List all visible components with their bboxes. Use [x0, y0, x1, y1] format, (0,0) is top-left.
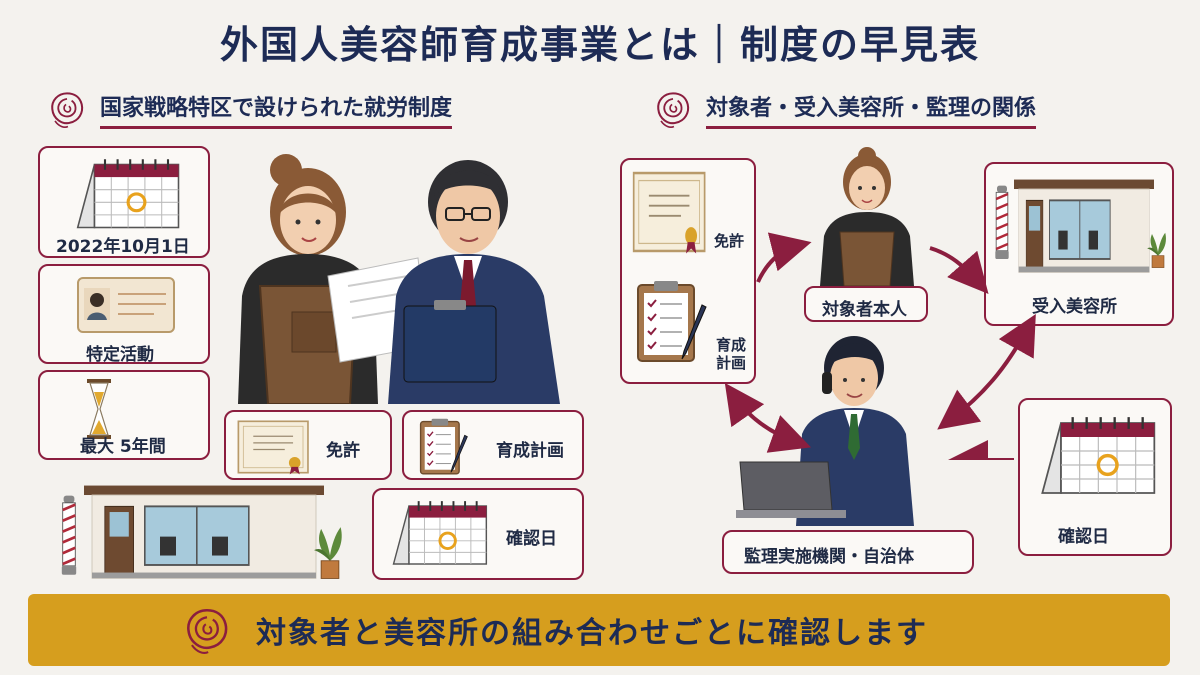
left-heading-label: 国家戦略特区で設けられた就労制度	[100, 90, 453, 129]
banner-text: 対象者と美容所の組み合わせごとに確認します	[256, 616, 928, 651]
hourglass-icon	[87, 379, 111, 439]
rose-icon	[44, 86, 90, 132]
arrow-documents-agency	[724, 382, 812, 453]
salon-building-icon	[84, 478, 324, 582]
agency-label: 監理実施機関・自治体	[744, 547, 914, 567]
doc-plan-label: 育成計画	[716, 336, 747, 372]
license-label: 免許	[326, 441, 360, 461]
trainee-person-icon	[820, 147, 914, 286]
card-confirm-date-left: 確認日	[372, 488, 584, 580]
right-section-heading: 対象者・受入美容所・監理の関係	[650, 86, 1037, 132]
summary-banner: 対象者と美容所の組み合わせごとに確認します	[28, 594, 1170, 666]
person-label: 対象者本人	[822, 300, 907, 320]
arrow-documents-to-person	[756, 232, 812, 283]
arrow-person-to-salon	[929, 246, 989, 295]
card-agency: 監理実施機関・自治体	[722, 530, 974, 574]
card-confirm-date-right: 確認日	[1018, 398, 1172, 556]
certificate-icon	[236, 418, 312, 476]
activity-label: 特定活動	[86, 345, 154, 365]
supervisor-person-icon	[736, 336, 914, 526]
arrow-agency-salon	[937, 314, 1036, 430]
card-salon: 受入美容所	[984, 162, 1174, 326]
training-plan-label: 育成計画	[496, 441, 564, 461]
card-activity: 特定活動	[38, 264, 210, 365]
page-title: 外国人美容師育成事業とは｜制度の早見表	[219, 23, 980, 67]
salon-storefront-left	[58, 478, 348, 582]
card-duration: 最大 5年間	[38, 370, 210, 460]
duration-label: 最大 5年間	[80, 437, 166, 457]
left-section-heading: 国家戦略特区で設けられた就労制度	[44, 86, 453, 132]
people-illustration-icon	[238, 154, 560, 405]
salon-label: 受入美容所	[1032, 297, 1117, 317]
card-license: 免許	[224, 410, 392, 480]
calendar-icon	[380, 496, 496, 574]
clipboard-icon	[416, 416, 472, 478]
confirm-date-left-label: 確認日	[506, 529, 557, 549]
card-documents: 免許 育成計画	[620, 158, 756, 384]
confirm-date-right-label: 確認日	[1058, 527, 1109, 547]
id-card-icon	[77, 277, 175, 333]
calendar-icon	[60, 154, 192, 238]
staff-meeting-illustration	[228, 146, 578, 405]
card-start-date: 2022年10月1日	[38, 146, 210, 258]
plant-icon	[312, 520, 348, 582]
card-person: 対象者本人	[804, 286, 928, 322]
relationship-arrows	[724, 232, 1036, 460]
right-heading-label: 対象者・受入美容所・監理の関係	[706, 90, 1037, 129]
card-training-plan: 育成計画	[402, 410, 584, 480]
start-date-label: 2022年10月1日	[56, 237, 190, 257]
rose-icon	[178, 601, 236, 659]
rose-icon	[650, 86, 696, 132]
barber-pole-icon	[58, 492, 80, 582]
doc-license-label: 免許	[714, 232, 745, 250]
